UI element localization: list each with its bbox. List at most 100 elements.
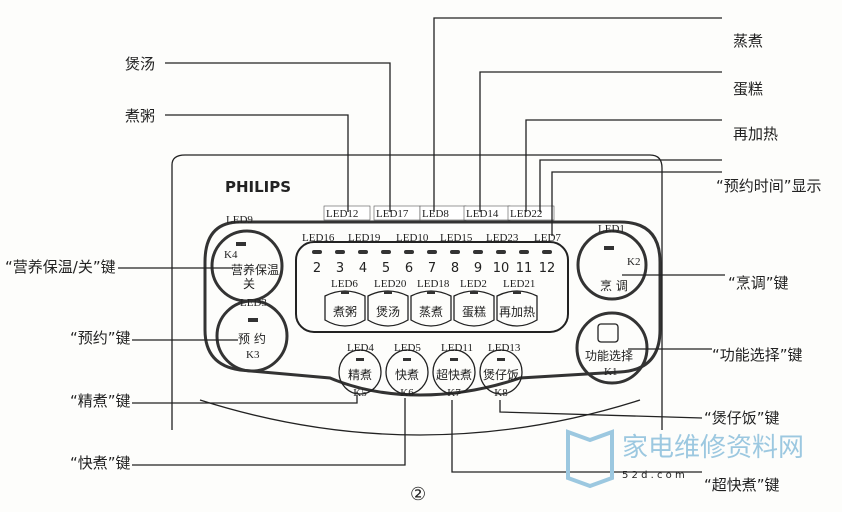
callout-reserve-time-display: “预约时间”显示 xyxy=(716,177,822,195)
k2-label: K2 xyxy=(627,256,640,268)
brand-logo: PHILIPS xyxy=(225,178,291,196)
time-led-indicator xyxy=(427,250,437,254)
bottom-led-indicator xyxy=(356,358,364,361)
bottom-key-button[interactable] xyxy=(479,349,523,395)
menu-led-indicator xyxy=(513,291,521,294)
bottom-key-id: K5 xyxy=(353,387,367,399)
menu-list-icon xyxy=(597,323,619,343)
reserve-button[interactable] xyxy=(215,299,289,373)
time-digit: 10 xyxy=(493,261,510,276)
bottom-led-indicator xyxy=(497,358,505,361)
k3-label: K3 xyxy=(246,349,260,361)
callout-super-quick-key: “超快煮”键 xyxy=(704,476,780,494)
menu-led-label: LED6 xyxy=(331,278,358,290)
function-select-button[interactable] xyxy=(575,311,649,385)
led-label: LED15 xyxy=(440,232,473,244)
led9-indicator xyxy=(236,242,246,246)
time-led-indicator xyxy=(404,250,414,254)
menu-button[interactable] xyxy=(453,290,495,327)
led-label: LED12 xyxy=(326,208,358,220)
menu-button-label: 蒸煮 xyxy=(419,305,443,319)
menu-button-label: 煮粥 xyxy=(333,305,357,319)
bottom-key-id: K7 xyxy=(447,387,461,399)
callout-fine-cook-key: “精煮”键 xyxy=(70,392,131,410)
off-text: 关 xyxy=(243,277,255,291)
menu-led-indicator xyxy=(384,291,392,294)
display-area xyxy=(295,241,569,333)
callout-cook-key: “烹调”键 xyxy=(728,274,789,292)
led9-label: LED9 xyxy=(226,214,253,226)
time-digit: 12 xyxy=(539,261,556,276)
led-label-box xyxy=(323,205,371,221)
led-label: LED8 xyxy=(422,208,449,220)
menu-button[interactable] xyxy=(324,290,366,327)
time-led-indicator xyxy=(542,250,552,254)
reserve-text: 预 约 xyxy=(238,331,266,346)
bottom-key-button[interactable] xyxy=(385,349,429,395)
menu-button[interactable] xyxy=(367,290,409,327)
control-panel-outline xyxy=(203,220,662,397)
callout-quick-cook-key: “快煮”键 xyxy=(70,454,131,472)
menu-led-indicator xyxy=(470,291,478,294)
callout-claypot-key: “煲仔饭”键 xyxy=(704,409,780,427)
bottom-key-button[interactable] xyxy=(432,349,476,395)
menu-led-label: LED21 xyxy=(503,278,535,290)
callout-keep-warm-key: “营养保温/关”键 xyxy=(5,258,116,276)
menu-button-label: 再加热 xyxy=(499,305,535,319)
time-digit: 9 xyxy=(474,261,482,276)
menu-led-indicator xyxy=(341,291,349,294)
keep-warm-text: 营养保温 xyxy=(231,262,279,277)
led3-label: LED3 xyxy=(240,297,267,309)
cooker-body-outline xyxy=(171,154,663,430)
led1-label: LED1 xyxy=(598,223,625,235)
menu-button[interactable] xyxy=(410,290,452,327)
body-curve xyxy=(199,399,641,436)
k4-label: K4 xyxy=(224,249,238,261)
function-select-text: 功能选择 xyxy=(585,349,633,363)
bottom-key-id: K8 xyxy=(494,387,508,399)
menu-button[interactable] xyxy=(496,290,538,327)
callout-baotang: 煲汤 xyxy=(125,55,155,73)
bottom-key-button[interactable] xyxy=(338,349,382,395)
bottom-led-indicator xyxy=(403,358,411,361)
cook-text: 烹 调 xyxy=(600,278,628,293)
watermark-sub: 5 2 d . c o m xyxy=(622,470,685,481)
led-label-box xyxy=(507,205,555,221)
bottom-key-label: 快煮 xyxy=(395,368,419,382)
time-digit: 8 xyxy=(451,261,459,276)
time-digit: 2 xyxy=(313,261,321,276)
led-label: LED7 xyxy=(534,232,561,244)
menu-button-label: 煲汤 xyxy=(376,304,400,319)
figure-number: ② xyxy=(410,484,426,505)
time-led-indicator xyxy=(381,250,391,254)
led-label: LED16 xyxy=(302,232,335,244)
time-led-indicator xyxy=(450,250,460,254)
menu-led-indicator xyxy=(427,291,435,294)
time-led-indicator xyxy=(335,250,345,254)
callout-function-key: “功能选择”键 xyxy=(712,346,803,364)
cook-button[interactable] xyxy=(576,229,648,301)
callout-zhuzhou: 煮粥 xyxy=(125,107,155,125)
led-label: LED17 xyxy=(376,208,409,220)
bottom-key-label: 精煮 xyxy=(348,368,372,382)
time-led-indicator xyxy=(519,250,529,254)
callout-reserve-key: “预约”键 xyxy=(70,329,131,347)
led-label: LED23 xyxy=(486,232,519,244)
time-led-indicator xyxy=(473,250,483,254)
led3-indicator xyxy=(248,318,258,322)
bottom-key-id: K6 xyxy=(400,387,414,399)
time-digit: 11 xyxy=(516,261,533,276)
menu-led-label: LED18 xyxy=(417,278,450,290)
time-digit: 6 xyxy=(405,261,413,276)
time-led-indicator xyxy=(358,250,368,254)
time-digit: 7 xyxy=(428,261,436,276)
time-digit: 5 xyxy=(382,261,390,276)
bottom-key-label: 煲仔饭 xyxy=(483,367,519,382)
led-label: LED14 xyxy=(466,208,499,220)
menu-button-label: 蛋糕 xyxy=(462,305,486,319)
